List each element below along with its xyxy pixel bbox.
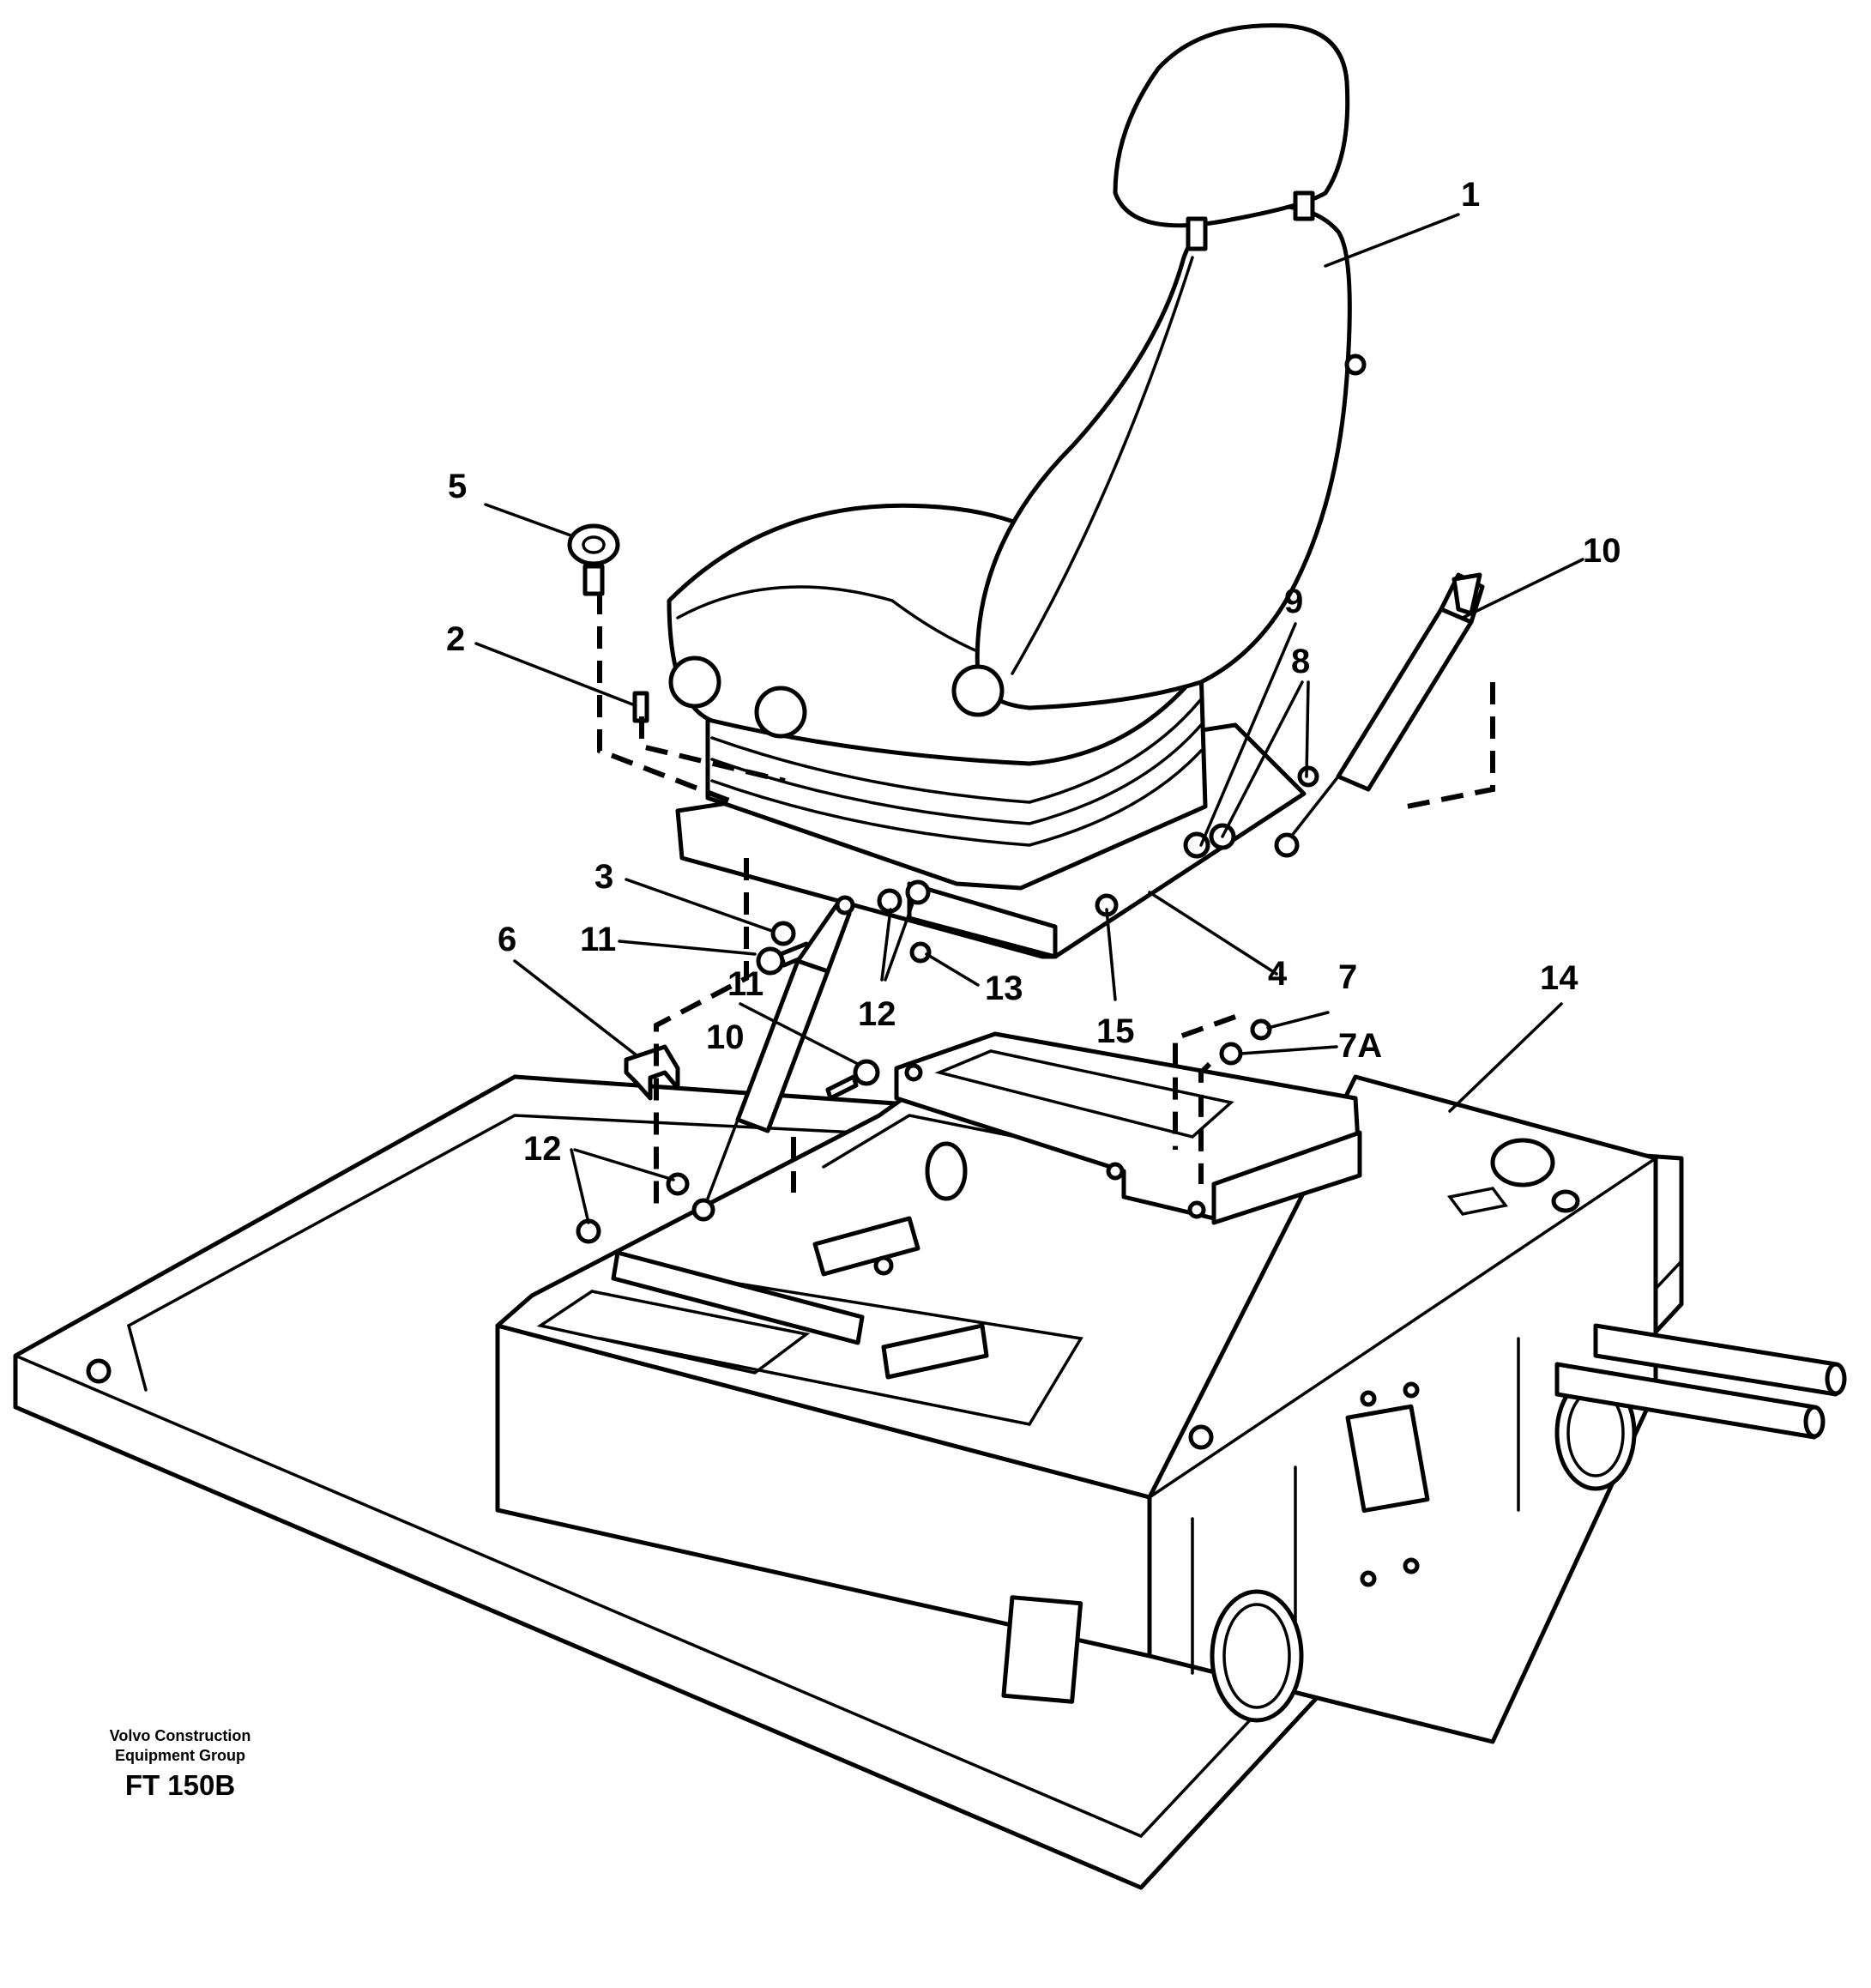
eye-bolt — [567, 523, 620, 596]
callout-12-b: 12 — [523, 1130, 562, 1168]
nut-12c — [666, 1172, 690, 1196]
callout-6: 6 — [498, 921, 516, 958]
credit-company-line2: Equipment Group — [115, 1747, 245, 1764]
operator-seat — [667, 23, 1367, 891]
callout-9: 9 — [1284, 583, 1303, 620]
callout-11-a: 11 — [580, 921, 616, 958]
callout-10-right: 10 — [1583, 532, 1621, 570]
bracket-6 — [624, 1044, 680, 1101]
callout-11-b: 11 — [727, 965, 763, 1003]
bolt-11a — [756, 941, 813, 976]
callout-10-left: 10 — [706, 1018, 745, 1056]
callout-15: 15 — [1096, 1012, 1135, 1050]
nut-12b — [905, 879, 931, 905]
seat-slide-frame — [894, 1031, 1362, 1225]
nut-12a — [877, 888, 902, 914]
callout-1: 1 — [1461, 176, 1480, 214]
washer-7a — [1219, 1042, 1243, 1066]
credit-company-line1: Volvo Construction — [109, 1727, 251, 1744]
nut-13 — [909, 941, 932, 964]
callout-12-a: 12 — [858, 995, 896, 1033]
callout-4: 4 — [1268, 955, 1288, 993]
callout-5: 5 — [448, 468, 467, 505]
callout-2: 2 — [446, 620, 465, 658]
leader-lines — [474, 213, 1584, 1224]
callout-8: 8 — [1291, 643, 1310, 680]
callout-14: 14 — [1540, 959, 1578, 997]
callout-7: 7 — [1338, 958, 1357, 996]
callout-7a: 7A — [1338, 1027, 1382, 1065]
callout-13: 13 — [985, 970, 1023, 1007]
figure-code: FT 150B — [124, 1769, 236, 1801]
bolt-11b — [825, 1059, 880, 1101]
assembly-guide-lines — [597, 592, 1495, 1214]
nut-3 — [770, 921, 796, 946]
gas-spring-left — [691, 895, 855, 1222]
callout-labels: 1 5 2 10 9 8 3 6 11 11 12 13 4 15 7 7A 1… — [446, 176, 1621, 1168]
callout-3: 3 — [594, 858, 613, 896]
screw-7 — [1250, 1018, 1272, 1041]
